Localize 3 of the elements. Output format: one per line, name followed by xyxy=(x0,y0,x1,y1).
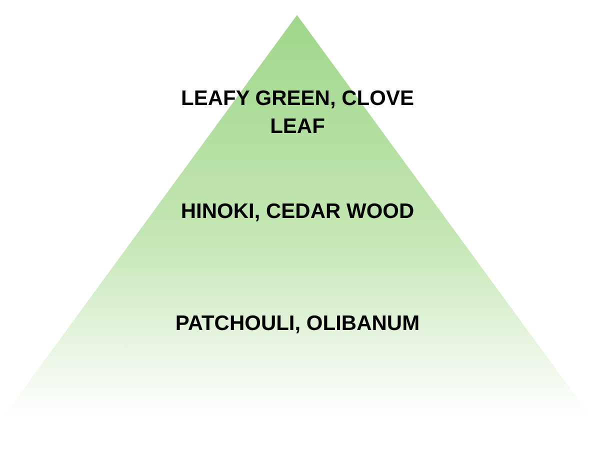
tier-label: PATCHOULI, OLIBANUM xyxy=(174,311,421,337)
tier-label: HINOKI, CEDAR WOOD xyxy=(180,199,416,225)
tier-label: LEAFY GREEN, CLOVE LEAF xyxy=(180,86,415,140)
